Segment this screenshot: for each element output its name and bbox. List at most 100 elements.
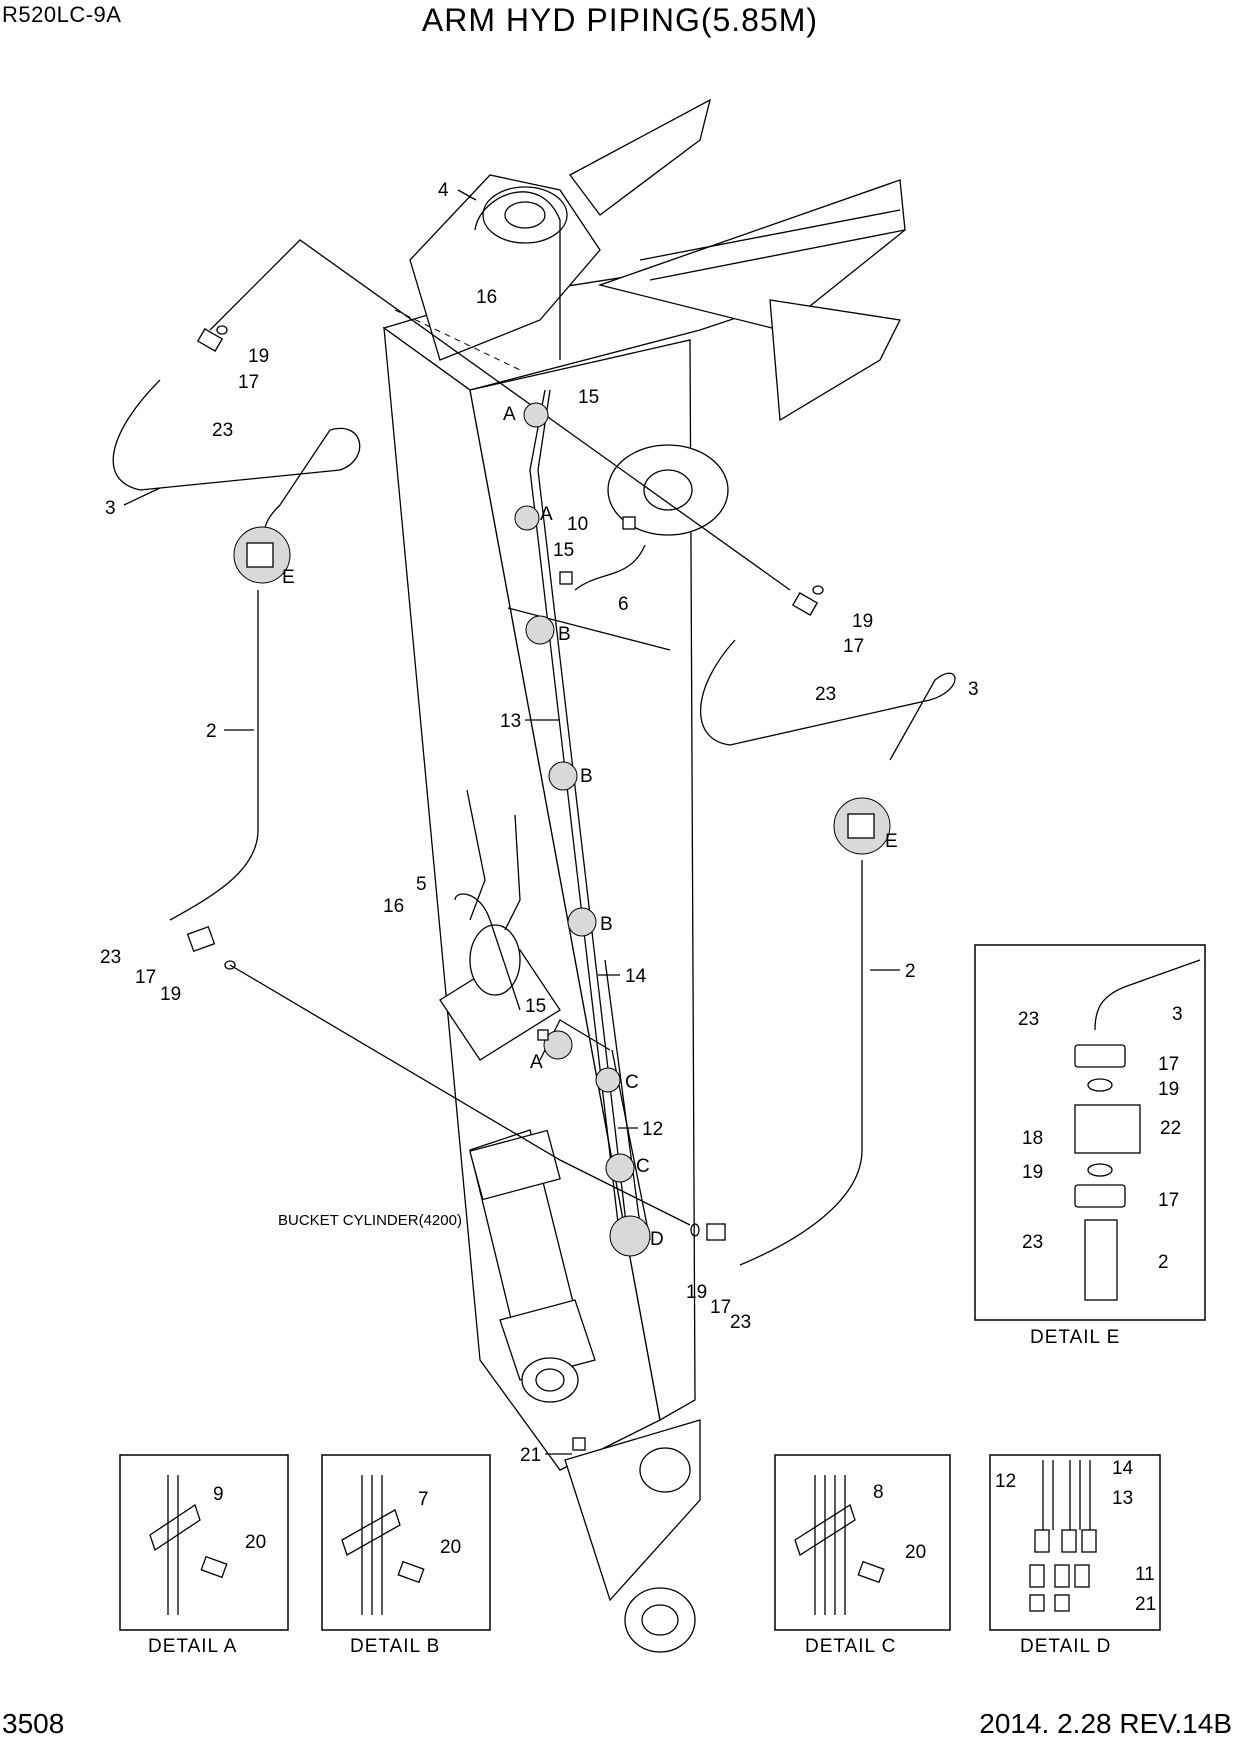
- detail-a-panel: 9 20 DETAIL A: [119, 1454, 289, 1657]
- fitting-15-upper: [559, 571, 573, 585]
- marker-a-3: [543, 1030, 573, 1060]
- callout-16-lower: 16: [383, 896, 404, 917]
- marker-a-1: [523, 402, 549, 428]
- marker-c-1: [595, 1067, 621, 1093]
- small-parts: [186, 325, 875, 1451]
- block-e-left: [246, 542, 274, 568]
- revision-info: 2014. 2.28 REV.14B: [979, 1708, 1232, 1739]
- marker-a-2: [514, 505, 540, 531]
- flange-17-right-bottom: [706, 1223, 726, 1241]
- callout-c-2: C: [636, 1156, 650, 1177]
- callout-23-right-top: 23: [815, 684, 836, 705]
- page-title: ARM HYD PIPING(5.85M): [421, 2, 819, 38]
- oring-19-right-bottom: [690, 1223, 700, 1237]
- callout-a-2: A: [540, 504, 553, 525]
- detail-e-22: 22: [1160, 1118, 1181, 1139]
- detail-e-19-top: 19: [1158, 1079, 1179, 1100]
- detail-b-20: 20: [440, 1537, 461, 1558]
- callout-c-1: C: [625, 1072, 639, 1093]
- callout-b-3: B: [600, 914, 613, 935]
- callout-19-right-bottom: 19: [686, 1282, 707, 1303]
- callout-19-right-top: 19: [852, 611, 873, 632]
- callout-14: 14: [625, 966, 647, 987]
- detail-e-18: 18: [1022, 1128, 1043, 1149]
- callout-2-left: 2: [206, 721, 217, 742]
- callout-13: 13: [500, 711, 521, 732]
- detail-c-frame: [774, 1454, 951, 1631]
- detail-d-frame: [989, 1454, 1161, 1631]
- callouts: 4 16 19 17 23 3 E 2 23 17 19 A A 15 10 1…: [100, 180, 979, 1466]
- oring-19-left-bottom: [224, 960, 236, 970]
- detail-d-11: 11: [1135, 1564, 1155, 1585]
- callout-3-left: 3: [105, 498, 116, 519]
- arm-weld-line: [507, 607, 671, 651]
- marker-b-3: [567, 907, 597, 937]
- callout-d: D: [650, 1229, 664, 1250]
- hose-4: [474, 191, 561, 360]
- block-e-right: [847, 813, 875, 839]
- bucket-cylinder: [439, 789, 596, 1403]
- detail-a-9: 9: [213, 1484, 224, 1505]
- callout-23-left-bottom: 23: [100, 947, 121, 968]
- marker-d: [609, 1215, 651, 1257]
- detail-d-21: 21: [1135, 1594, 1156, 1615]
- flange-17-left-top: [196, 328, 224, 352]
- marker-b-2: [548, 761, 578, 791]
- callout-a-1: A: [503, 404, 516, 425]
- callout-19-left-top: 19: [248, 346, 269, 367]
- detail-c-panel: 8 20 DETAIL C: [774, 1454, 951, 1657]
- detail-b-7: 7: [418, 1489, 429, 1510]
- bucket-pin-boss: [639, 1447, 691, 1493]
- callout-4: 4: [438, 180, 449, 201]
- callout-17-right-bottom: 17: [710, 1297, 731, 1318]
- arm-structure: [382, 98, 906, 1653]
- pipe-6: [574, 544, 646, 591]
- detail-e-frame: [974, 944, 1206, 1321]
- callout-b-1: B: [558, 624, 571, 645]
- model-number: R520LC-9A: [2, 2, 122, 27]
- detail-c-title: DETAIL C: [805, 1636, 896, 1657]
- callout-10: 10: [567, 514, 588, 535]
- flange-17-left-bottom: [186, 925, 216, 953]
- detail-e-23-bottom: 23: [1022, 1232, 1043, 1253]
- callout-15-lower: 15: [525, 996, 546, 1017]
- callout-15-mid: 15: [553, 540, 574, 561]
- detail-e-2: 2: [1158, 1252, 1169, 1273]
- detail-e-panel: 23 3 17 19 22 18 19 17 23 2 DETAIL E: [974, 944, 1206, 1348]
- flange-17-right-top: [791, 592, 819, 616]
- callout-a-3: A: [530, 1052, 543, 1073]
- callout-19-left-bottom: 19: [160, 984, 181, 1005]
- detail-d-panel: 12 14 13 11 21 DETAIL D: [989, 1454, 1161, 1657]
- detail-e-title: DETAIL E: [1030, 1327, 1120, 1348]
- hose-2-right: [739, 860, 863, 1266]
- callout-17-left-bottom: 17: [135, 967, 156, 988]
- pipe-14: [604, 959, 643, 1241]
- callout-5: 5: [416, 874, 427, 895]
- detail-c-8: 8: [873, 1482, 884, 1503]
- marker-b-1: [525, 615, 555, 645]
- detail-d-14: 14: [1112, 1458, 1134, 1479]
- detail-b-panel: 7 20 DETAIL B: [321, 1454, 491, 1657]
- oring-19-left-top: [216, 325, 228, 335]
- callout-2-right: 2: [905, 961, 916, 982]
- detail-a-20: 20: [245, 1532, 266, 1553]
- hose-3-left: [112, 379, 361, 491]
- fitting-21: [572, 1437, 586, 1451]
- detail-d-13: 13: [1112, 1488, 1133, 1509]
- detail-e-17-top: 17: [1158, 1054, 1179, 1075]
- detail-b-frame: [321, 1454, 491, 1631]
- callout-21-main: 21: [520, 1445, 541, 1466]
- hose-2-left: [169, 590, 259, 921]
- fitting-15-lower: [537, 1029, 549, 1041]
- callout-e-right: E: [885, 831, 898, 852]
- callout-17-right-top: 17: [843, 636, 864, 657]
- callout-23-right-bottom: 23: [730, 1312, 751, 1333]
- callout-e-left: E: [282, 567, 295, 588]
- hose-5: [454, 893, 521, 1011]
- detail-e-23-top: 23: [1018, 1009, 1039, 1030]
- callout-12: 12: [642, 1119, 663, 1140]
- detail-e-17-bottom: 17: [1158, 1190, 1179, 1211]
- callout-23-left-top: 23: [212, 420, 233, 441]
- detail-d-title: DETAIL D: [1020, 1636, 1111, 1657]
